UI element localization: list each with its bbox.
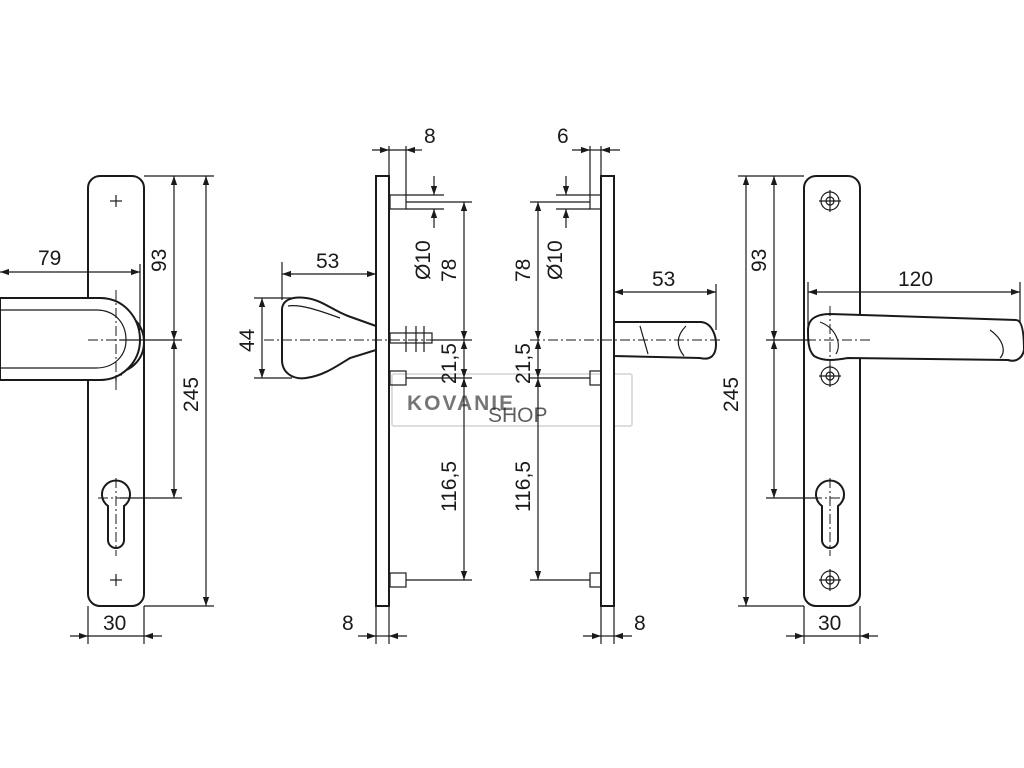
dim-plate-width: 30 bbox=[818, 612, 841, 635]
dim-spindle-to-lower-screw: 21,5 bbox=[438, 343, 461, 384]
screw-bottom bbox=[589, 572, 602, 588]
side-view-right: 6 Ø10 78 21,5 116,5 53 8 bbox=[512, 125, 720, 644]
dim-handle-projection: 53 bbox=[652, 268, 675, 291]
dim-screw-diameter: Ø10 bbox=[544, 240, 567, 280]
dim-lower-screw-spacing: 116,5 bbox=[438, 461, 461, 512]
screw-bottom bbox=[389, 572, 407, 588]
backplate-profile bbox=[600, 175, 615, 607]
front-view-right: 245 93 120 30 bbox=[720, 175, 1024, 644]
lever-handle bbox=[806, 312, 1024, 362]
screw-head-bottom bbox=[819, 569, 841, 591]
screw-top bbox=[589, 194, 602, 210]
spindle bbox=[389, 326, 433, 352]
dim-lower-screw-spacing: 116,5 bbox=[512, 461, 535, 512]
dim-plate-thickness: 8 bbox=[634, 612, 646, 635]
backplate bbox=[803, 175, 861, 607]
screw-mark-top bbox=[110, 195, 122, 207]
dim-spindle-to-lower-screw: 21,5 bbox=[512, 343, 535, 384]
dim-plate-length: 245 bbox=[180, 377, 203, 412]
backplate-profile bbox=[375, 175, 390, 607]
dim-top-to-spindle: 93 bbox=[748, 249, 771, 272]
dim-handle-projection: 79 bbox=[38, 247, 61, 270]
dim-top-screw-to-spindle: 78 bbox=[438, 259, 461, 282]
dim-plate-width: 30 bbox=[103, 612, 126, 635]
screw-mark-bottom bbox=[110, 574, 122, 586]
dim-handle-height: 44 bbox=[236, 328, 259, 352]
dim-rose-thickness: 6 bbox=[557, 125, 569, 148]
dim-rose-thickness: 8 bbox=[424, 125, 436, 148]
watermark-brand: KOVANIE bbox=[407, 392, 515, 415]
knob-profile bbox=[281, 296, 377, 380]
screw-head-top bbox=[819, 190, 841, 212]
front-view-left: 79 93 245 30 bbox=[0, 175, 214, 644]
watermark: KOVANIE SHOP bbox=[391, 373, 633, 427]
dim-top-screw-to-spindle: 78 bbox=[512, 259, 535, 282]
dim-screw-diameter: Ø10 bbox=[412, 240, 435, 280]
side-view-left: 8 Ø10 78 21,5 116,5 53 44 bbox=[236, 125, 472, 644]
dim-handle-length: 120 bbox=[898, 268, 933, 291]
dim-plate-length: 245 bbox=[720, 377, 743, 412]
cylinder-cutout bbox=[98, 478, 134, 556]
dim-top-to-spindle: 93 bbox=[148, 249, 171, 272]
dim-plate-thickness: 8 bbox=[342, 612, 354, 635]
dim-handle-projection: 53 bbox=[316, 250, 339, 273]
watermark-sub: SHOP bbox=[488, 404, 548, 427]
screw-top bbox=[389, 194, 407, 210]
